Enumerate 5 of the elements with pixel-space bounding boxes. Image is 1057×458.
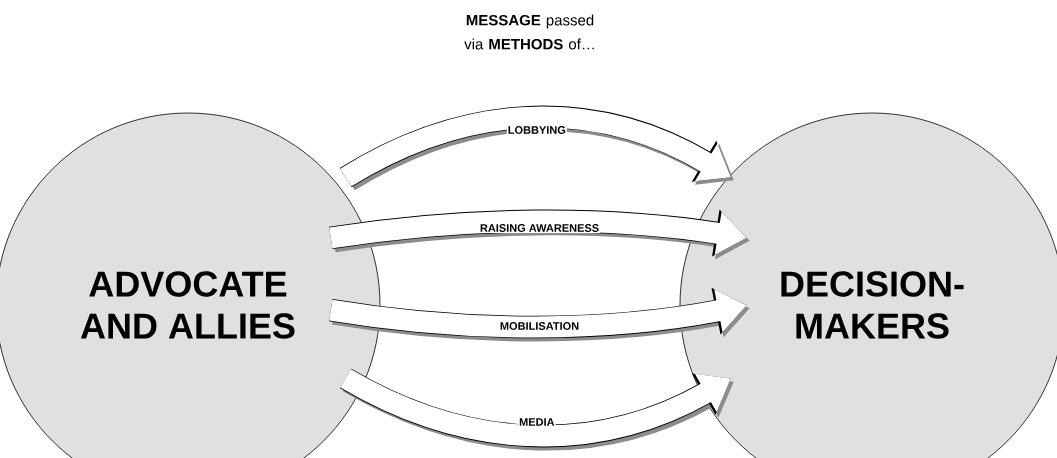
edge-label: MEDIA (518, 417, 556, 427)
edge-label: LOBBYING (506, 125, 567, 135)
title: MESSAGE passed via METHODS of… (464, 14, 594, 50)
edge-label: RAISING AWARENESS (478, 223, 601, 233)
edge-label: MOBILISATION (498, 321, 581, 331)
